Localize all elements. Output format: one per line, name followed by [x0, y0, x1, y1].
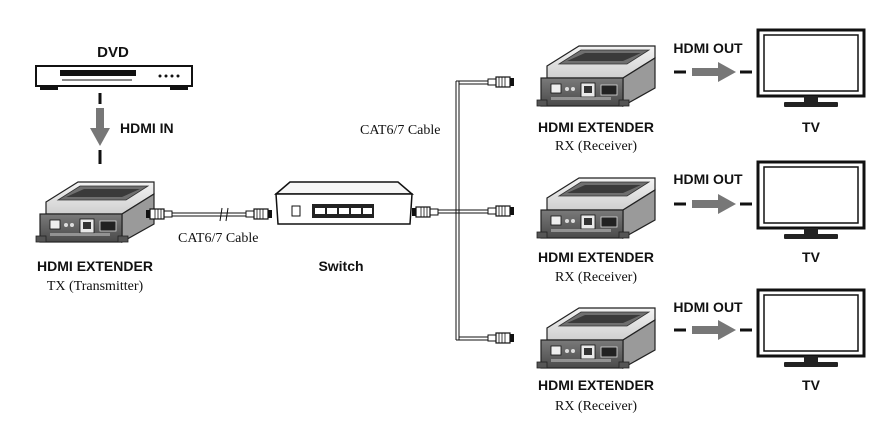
hdmi-out-arrow — [672, 192, 754, 216]
receiver-subtitle: RX (Receiver) — [555, 139, 637, 154]
receiver-unit — [536, 307, 656, 369]
tx-switch-cable — [145, 207, 273, 222]
hdmi-out-arrow — [672, 318, 754, 342]
transmitter-unit — [35, 181, 155, 243]
dvd-player — [35, 65, 193, 90]
tv-display — [756, 288, 866, 369]
rx-cable-label: CAT6/7 Cable — [360, 123, 441, 138]
tv-display — [756, 160, 866, 241]
receiver-title: HDMI EXTENDER — [538, 377, 654, 393]
receiver-subtitle: RX (Receiver) — [555, 270, 637, 285]
tv-label: TV — [802, 249, 821, 265]
switch-rx-cabling — [411, 76, 515, 344]
transmitter-title: HDMI EXTENDER — [37, 258, 153, 274]
hdmi-out-label: HDMI OUT — [673, 40, 743, 56]
hdmi-in-label: HDMI IN — [120, 120, 174, 136]
receiver-title: HDMI EXTENDER — [538, 119, 654, 135]
hdmi-out-arrow — [672, 60, 754, 84]
tx-cable-label: CAT6/7 Cable — [178, 231, 259, 246]
receiver-title: HDMI EXTENDER — [538, 249, 654, 265]
dvd-label: DVD — [97, 44, 129, 61]
receiver-branch: HDMI EXTENDER RX (Receiver) HDMI OUT TV — [536, 160, 866, 285]
tv-label: TV — [802, 377, 821, 393]
hdmi-in-arrow — [90, 93, 110, 164]
receiver-unit — [536, 177, 656, 239]
hdmi-out-label: HDMI OUT — [673, 171, 743, 187]
tv-display — [756, 28, 866, 109]
switch-label: Switch — [318, 258, 363, 274]
receiver-subtitle: RX (Receiver) — [555, 399, 637, 414]
transmitter-subtitle: TX (Transmitter) — [47, 279, 144, 294]
receiver-branch: HDMI EXTENDER RX (Receiver) HDMI OUT TV — [536, 28, 866, 154]
network-switch — [273, 181, 415, 225]
hdmi-out-label: HDMI OUT — [673, 299, 743, 315]
tv-label: TV — [802, 119, 821, 135]
receiver-unit — [536, 45, 656, 107]
receiver-branch: HDMI EXTENDER RX (Receiver) HDMI OUT TV — [536, 288, 866, 414]
